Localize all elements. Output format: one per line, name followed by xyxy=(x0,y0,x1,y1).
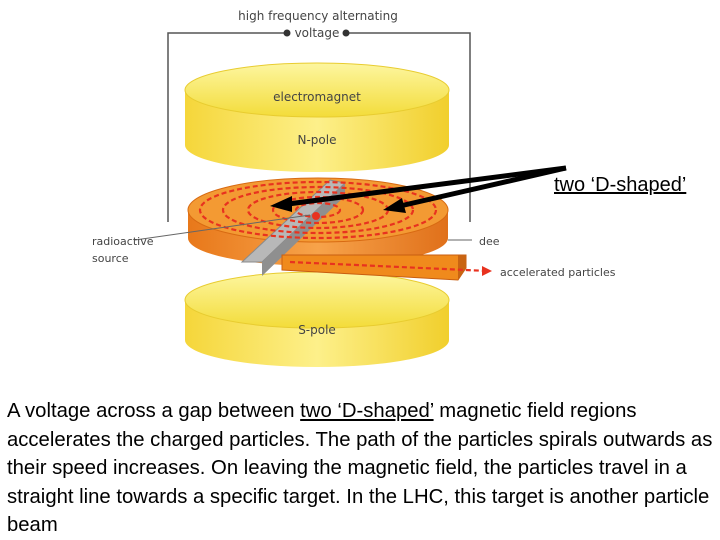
radioactive-label-line1: radioactive xyxy=(92,235,154,248)
radioactive-leader xyxy=(134,214,311,241)
electromagnet-s-pole xyxy=(184,271,450,367)
voltage-label-line2: voltage xyxy=(295,26,340,40)
radioactive-source-dot xyxy=(312,212,320,220)
caption-part2: magnetic field regions accelerates the c… xyxy=(7,400,713,536)
caption-part1: A voltage across a gap between xyxy=(7,400,301,422)
terminal-right xyxy=(342,29,350,37)
two-d-shaped-label: two ‘D-shaped’ xyxy=(554,174,687,196)
electromagnet-n-pole xyxy=(184,62,450,172)
s-pole-label: S-pole xyxy=(298,323,336,337)
voltage-circuit xyxy=(167,29,471,222)
beam-arrowhead xyxy=(482,266,492,276)
electromagnet-label: electromagnet xyxy=(273,90,361,104)
caption-underlined: two ‘D-shaped’ xyxy=(300,400,434,422)
dee-label: dee xyxy=(479,235,500,248)
radioactive-label-line2: source xyxy=(92,252,129,265)
pointer-arrows xyxy=(270,165,567,213)
terminal-left xyxy=(283,29,291,37)
caption-text: A voltage across a gap between two ‘D-sh… xyxy=(7,397,717,540)
cyclotron-diagram: high frequency alternating voltage elect… xyxy=(92,9,616,367)
voltage-label-line1: high frequency alternating xyxy=(238,9,398,23)
accelerated-label: accelerated particles xyxy=(500,266,616,279)
n-pole-label: N-pole xyxy=(298,133,337,147)
